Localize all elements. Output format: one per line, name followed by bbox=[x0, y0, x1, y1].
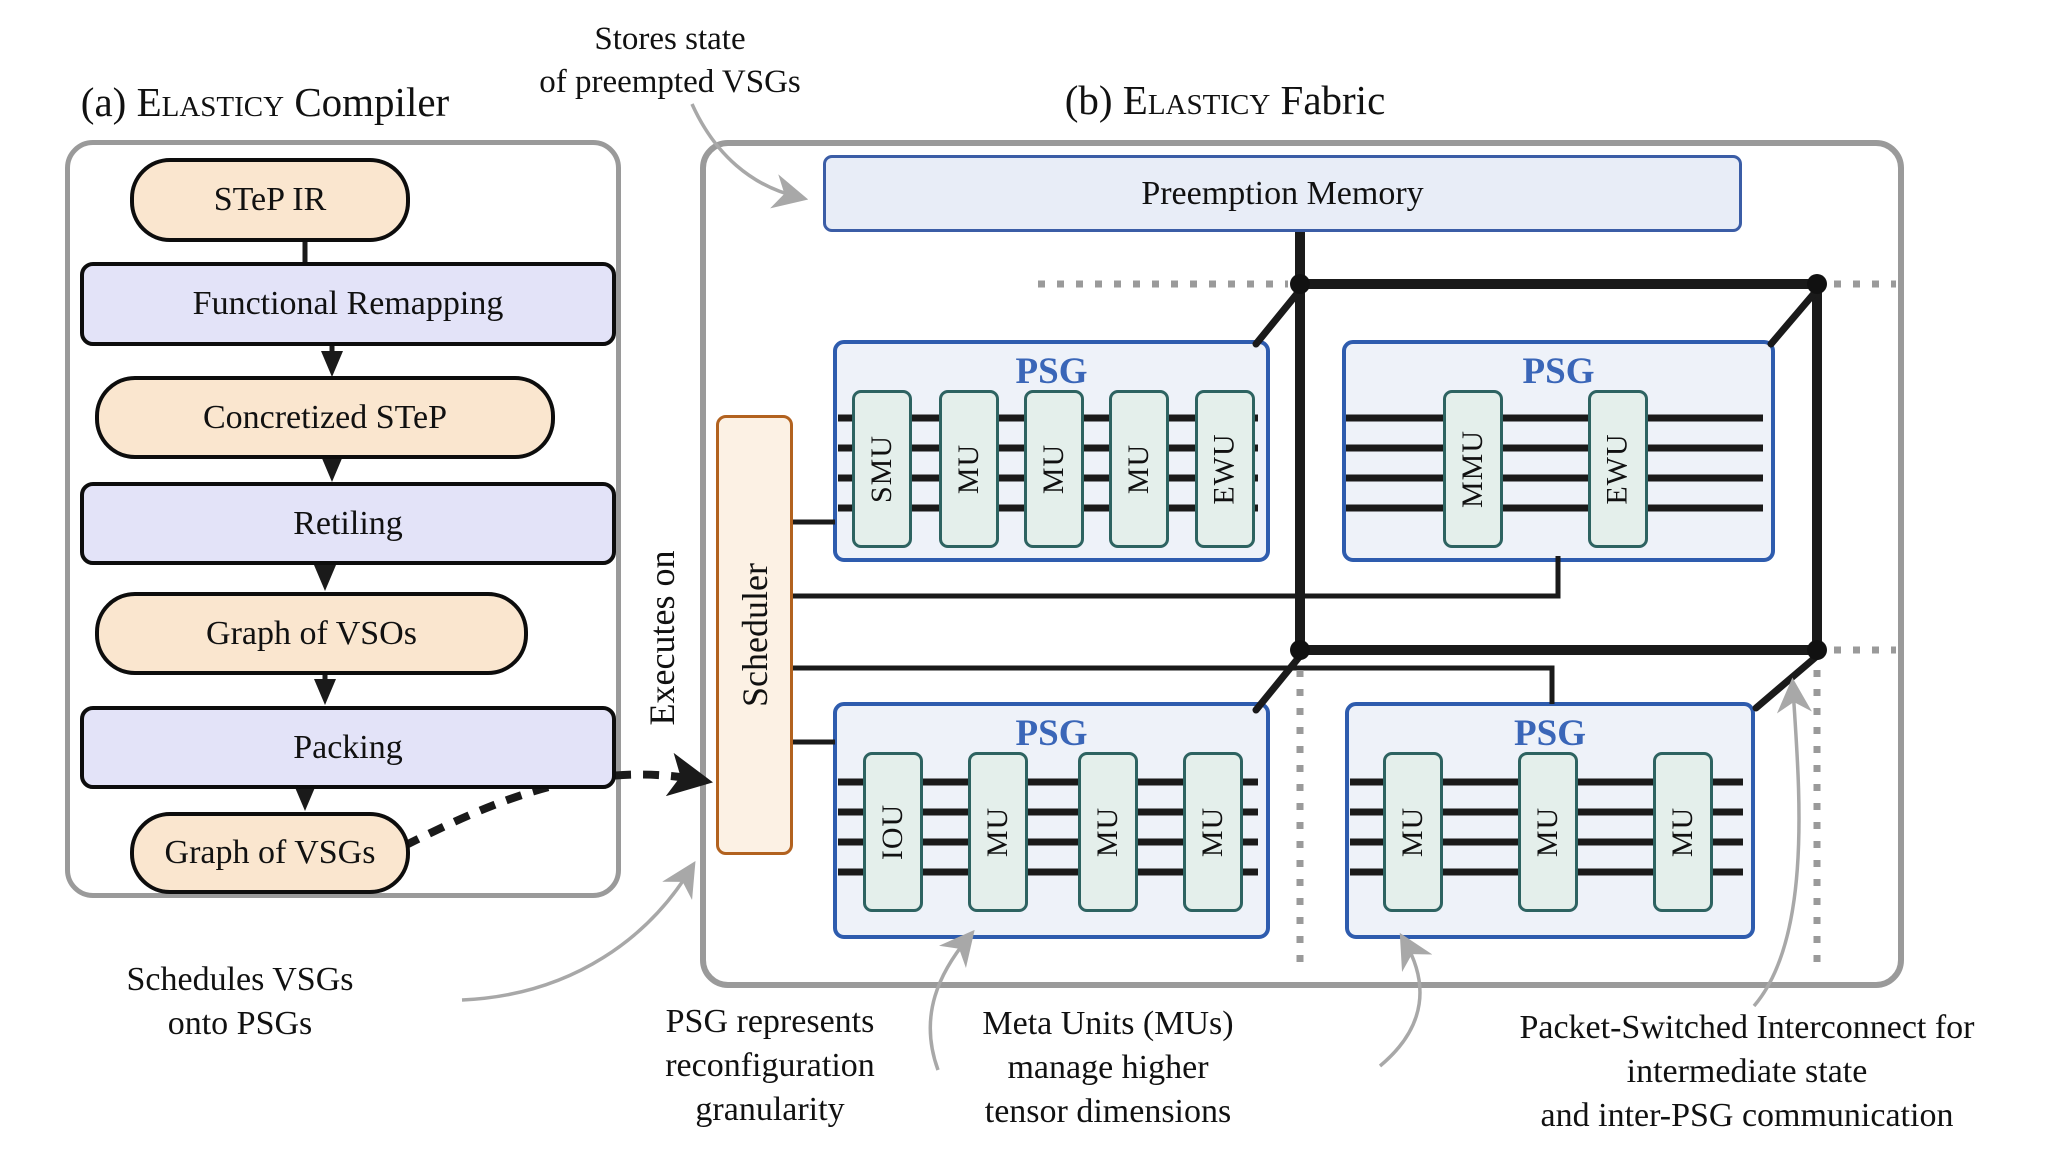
unit-label: MU bbox=[1196, 806, 1229, 858]
scheduler-connections bbox=[787, 519, 1561, 745]
panel-a-title-suffix: Compiler bbox=[294, 79, 450, 125]
flow-node-retiling: Retiling bbox=[80, 482, 616, 565]
annotation-line: PSG represents bbox=[665, 1003, 875, 1040]
unit-label: MU bbox=[1091, 806, 1124, 858]
unit-label: IOU bbox=[876, 803, 910, 861]
psg-label: PSG bbox=[1514, 713, 1586, 754]
flow-node-functional-remapping: Functional Remapping bbox=[80, 262, 616, 346]
unit-smu: SMU bbox=[852, 390, 912, 548]
annotation-psg-represents: PSG represents reconfiguration granulari… bbox=[610, 1000, 930, 1133]
unit-label: MU bbox=[1122, 443, 1155, 495]
unit-label: MMU bbox=[1456, 429, 1490, 509]
annotation-stores-state: Stores state of preempted VSGs bbox=[520, 18, 820, 104]
annotation-line: Meta Units (MUs) bbox=[982, 1005, 1234, 1042]
interconnect-nodes bbox=[1290, 274, 1827, 660]
unit-label: MU bbox=[1666, 806, 1699, 858]
unit-mu: MU bbox=[1078, 752, 1138, 912]
packet-switched-arrow bbox=[1752, 677, 1812, 1008]
psg-represents-arrow bbox=[928, 929, 975, 1071]
panel-b-title: (b) Elasticy Fabric bbox=[1000, 76, 1450, 124]
unit-label: MU bbox=[952, 443, 985, 495]
flow-node-concretized-step: Concretized STeP bbox=[95, 376, 555, 459]
annotation-line: of preempted VSGs bbox=[539, 63, 801, 100]
psg-label: PSG bbox=[1522, 351, 1595, 392]
scheduler-label: Scheduler bbox=[734, 563, 775, 707]
unit-label: SMU bbox=[865, 434, 898, 504]
unit-label: EWU bbox=[1208, 433, 1241, 505]
annotation-packet-switched: Packet-Switched Interconnect for interme… bbox=[1467, 1006, 2027, 1139]
unit-mu: MU bbox=[1024, 390, 1084, 548]
panel-b-title-prefix: (b) bbox=[1064, 77, 1113, 123]
annotation-schedules-vsgs: Schedules VSGs onto PSGs bbox=[90, 958, 390, 1046]
annotation-line: and inter-PSG communication bbox=[1540, 1097, 1954, 1135]
flow-node-step-ir: STeP IR bbox=[130, 158, 410, 242]
meta-units-arrow bbox=[1378, 932, 1433, 1068]
flow-node-graph-of-vsgs: Graph of VSGs bbox=[130, 812, 410, 894]
unit-label: MU bbox=[981, 806, 1014, 858]
flow-node-label: Packing bbox=[293, 728, 403, 766]
psg-label: PSG bbox=[1015, 713, 1088, 754]
unit-mu: MU bbox=[1109, 390, 1169, 548]
preemption-memory-label: Preemption Memory bbox=[1141, 174, 1424, 212]
unit-label: MU bbox=[1037, 443, 1070, 495]
unit-iou: IOU bbox=[863, 752, 923, 912]
executes-on-label: Executes on bbox=[642, 550, 682, 726]
annotation-line: Stores state bbox=[594, 21, 746, 57]
annotation-line: Packet-Switched Interconnect for bbox=[1519, 1009, 1975, 1046]
panel-a-title: (a) Elasticy Compiler bbox=[60, 78, 470, 126]
flow-node-label: Concretized STeP bbox=[202, 398, 448, 436]
scheduler: Scheduler bbox=[716, 415, 793, 855]
annotation-line: granularity bbox=[695, 1091, 845, 1129]
unit-mu: MU bbox=[1383, 752, 1443, 912]
annotation-arrows bbox=[461, 103, 1812, 1071]
unit-mu: MU bbox=[968, 752, 1028, 912]
flow-node-label: STeP IR bbox=[213, 181, 327, 218]
unit-label: MU bbox=[1531, 806, 1564, 858]
flow-node-label: Functional Remapping bbox=[192, 285, 504, 322]
schedules-vsgs-arrow bbox=[461, 861, 696, 1002]
flow-node-packing: Packing bbox=[80, 706, 616, 789]
annotation-line: onto PSGs bbox=[167, 1005, 313, 1043]
panel-a-title-prefix: (a) bbox=[80, 79, 127, 125]
annotation-line: tensor dimensions bbox=[984, 1093, 1232, 1131]
compiler-flow-connectors bbox=[294, 232, 343, 811]
annotation-meta-units: Meta Units (MUs) manage higher tensor di… bbox=[958, 1002, 1258, 1135]
flow-node-label: Graph of VSOs bbox=[206, 614, 417, 652]
flow-node-label: Retiling bbox=[293, 504, 403, 542]
psg-label: PSG bbox=[1015, 351, 1088, 392]
annotation-line: manage higher bbox=[1007, 1049, 1209, 1087]
unit-label: EWU bbox=[1601, 433, 1634, 505]
interconnect-diagonals bbox=[1252, 286, 1821, 714]
panel-b-title-brand: Elasticy bbox=[1122, 77, 1271, 123]
unit-mu: MU bbox=[939, 390, 999, 548]
annotation-line: Schedules VSGs bbox=[126, 961, 354, 998]
interconnect-dotted-extensions bbox=[1038, 280, 1896, 968]
flow-node-graph-of-vsos: Graph of VSOs bbox=[95, 592, 528, 675]
unit-mu: MU bbox=[1518, 752, 1578, 912]
unit-mu: MU bbox=[1653, 752, 1713, 912]
unit-mu: MU bbox=[1183, 752, 1243, 912]
unit-ewu: EWU bbox=[1195, 390, 1255, 548]
interconnect-trunks bbox=[1295, 226, 1822, 655]
preemption-memory: Preemption Memory bbox=[823, 155, 1742, 232]
compiler-frame bbox=[65, 140, 621, 898]
unit-mmu: MMU bbox=[1443, 390, 1503, 548]
stores-state-arrow bbox=[690, 103, 809, 209]
unit-ewu: EWU bbox=[1588, 390, 1648, 548]
annotation-line: intermediate state bbox=[1626, 1053, 1868, 1091]
annotation-line: reconfiguration bbox=[665, 1047, 875, 1085]
fabric-frame bbox=[700, 140, 1904, 988]
panel-b-title-suffix: Fabric bbox=[1280, 77, 1386, 123]
unit-label: MU bbox=[1396, 806, 1429, 858]
flow-node-label: Graph of VSGs bbox=[164, 834, 376, 871]
panel-a-title-brand: Elasticy bbox=[136, 79, 285, 125]
